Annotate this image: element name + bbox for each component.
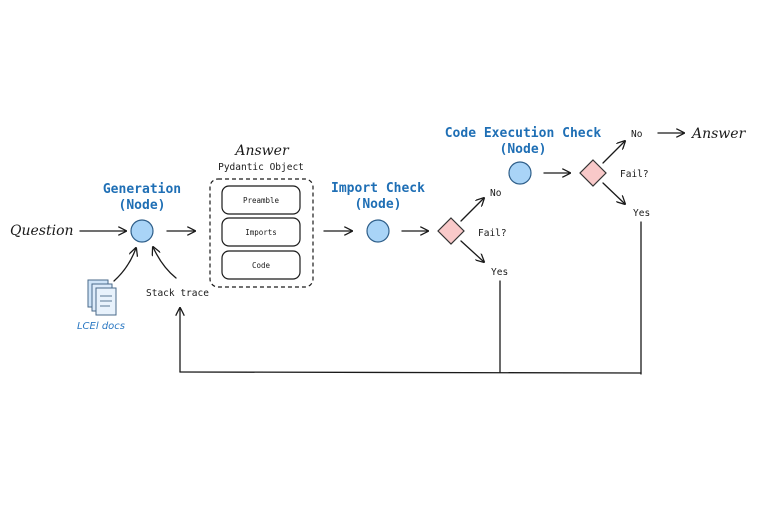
question-label: Question [10,223,74,239]
exec-fail-label: Fail? [620,169,649,180]
generation-title: Generation [103,182,181,197]
exec-fail-diamond[interactable] [579,159,607,187]
preamble-label: Preamble [243,196,280,205]
exec-yes-arrow [602,182,625,204]
feedback-bottom-line [179,371,642,374]
stack-trace-arrow [153,247,177,279]
import-yes-label: Yes [491,267,508,278]
docs-icon [87,279,117,316]
preamble-field [221,185,301,215]
code-label: Code [252,261,271,270]
pydantic-object-label: Pydantic Object [218,162,304,173]
import-check-subtitle: (Node) [355,197,402,212]
import-fail-label: Fail? [478,228,507,239]
import-yes-arrow [460,240,484,262]
imports-label: Imports [245,228,277,237]
import-fail-diamond[interactable] [437,217,465,245]
import-no-arrow [460,198,484,222]
code-exec-title: Code Execution Check [445,126,602,141]
imports-field [221,217,301,247]
import-check-node[interactable] [366,219,390,243]
docs-label: LCEl docs [77,321,125,332]
code-exec-node[interactable] [508,161,532,185]
generation-node[interactable] [130,219,154,243]
answer-object-container [209,178,314,288]
code-exec-subtitle: (Node) [500,142,547,157]
code-field [221,250,301,280]
answer-heading: Answer [233,143,290,159]
import-no-label: No [490,188,502,199]
exec-no-arrow [602,141,625,164]
exec-yes-label: Yes [633,208,650,219]
import-check-title: Import Check [331,181,425,196]
generation-subtitle: (Node) [119,198,166,213]
docs-arrow [113,248,136,282]
final-answer-label: Answer [690,126,747,142]
exec-no-label: No [631,129,643,140]
stack-trace-label: Stack trace [146,288,209,299]
